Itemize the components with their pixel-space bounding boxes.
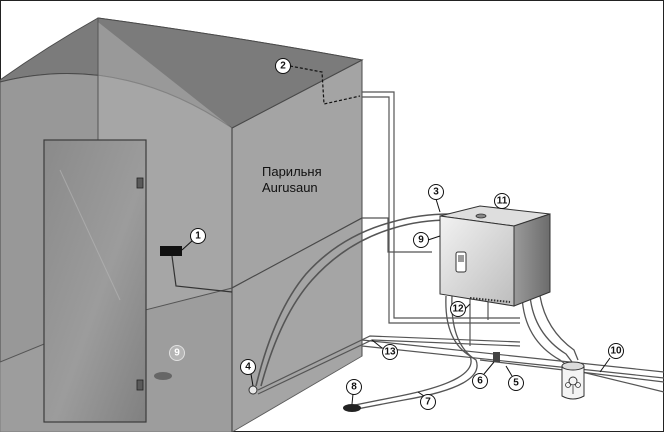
tube-to-container-2 — [529, 295, 573, 363]
callout-2-label: 2 — [280, 61, 286, 72]
glass-door — [43, 139, 147, 423]
callout-3-label: 3 — [433, 187, 439, 198]
generator-side — [513, 213, 551, 307]
callout-4-label: 4 — [245, 362, 251, 373]
room-title-line1: Парильня — [262, 164, 322, 179]
callout-7-label: 7 — [425, 397, 431, 408]
generator-top-outlet — [475, 213, 487, 219]
callout-10: 10 — [599, 343, 624, 373]
door-hinge-top — [136, 177, 144, 189]
steam-pipe — [255, 213, 451, 387]
drain-pipe-inner — [351, 295, 478, 411]
callout-10-label: 10 — [610, 346, 622, 357]
water-supply-line-lower — [361, 345, 664, 379]
control-cable — [171, 255, 233, 293]
essence-container — [561, 361, 585, 400]
callout-1: 1 — [181, 228, 206, 251]
floor-drain-outside — [343, 404, 361, 412]
callout-8: 8 — [346, 379, 362, 405]
temperature-sensor-cable — [289, 65, 361, 105]
callout-8-label: 8 — [351, 382, 357, 393]
callout-12: 12 — [450, 301, 471, 317]
callout-13-label: 13 — [384, 347, 396, 358]
callout-6-label: 6 — [477, 376, 483, 387]
container-flower-icon — [568, 376, 578, 386]
pipework — [171, 91, 664, 411]
callout-2: 2 — [275, 58, 291, 74]
generator-vents — [469, 297, 511, 303]
door-glare — [59, 169, 121, 301]
callout-9-label: 9 — [418, 235, 424, 246]
callout-11-label: 11 — [497, 196, 508, 207]
sensor-cable — [362, 91, 520, 319]
control-cable-outer — [362, 217, 432, 253]
callout-9-cabin-label: 9 — [174, 348, 180, 359]
valve — [493, 352, 500, 362]
cabin-edge — [231, 217, 363, 289]
drain-pipe — [349, 295, 472, 407]
callout-1-label: 1 — [195, 231, 201, 242]
room-title-line2: Aurusaun — [262, 180, 318, 195]
callout-5-label: 5 — [513, 378, 519, 389]
steam-cabin — [0, 17, 364, 432]
generator-front — [439, 215, 515, 307]
callout-12-label: 12 — [452, 304, 464, 315]
steam-generator — [439, 205, 551, 307]
line-10 — [581, 371, 664, 393]
door-hinge-bottom — [136, 379, 144, 391]
callout-5: 5 — [505, 365, 524, 391]
tube-to-container — [521, 295, 569, 367]
steam-nozzle — [248, 385, 258, 395]
control-panel — [160, 246, 182, 256]
callout-6: 6 — [472, 361, 495, 389]
container-body — [561, 365, 585, 400]
generator-switch-rocker — [458, 255, 464, 262]
callout-3: 3 — [428, 184, 444, 213]
steam-pipe-inner — [260, 219, 451, 387]
callout-4: 4 — [240, 359, 256, 387]
container-lid — [561, 361, 585, 371]
sensor-cable-outer — [362, 96, 520, 324]
callout-7: 7 — [417, 391, 436, 410]
floor-drain — [154, 372, 172, 380]
callout-9-cabin: 9 — [169, 345, 185, 361]
callout-13: 13 — [371, 339, 398, 360]
callout-9: 9 — [413, 232, 441, 248]
container-flower-icon — [565, 382, 571, 388]
tube-to-container-3 — [539, 295, 579, 361]
container-flower-icon — [575, 382, 581, 388]
water-supply-line — [361, 339, 664, 373]
callout-11: 11 — [494, 193, 510, 209]
